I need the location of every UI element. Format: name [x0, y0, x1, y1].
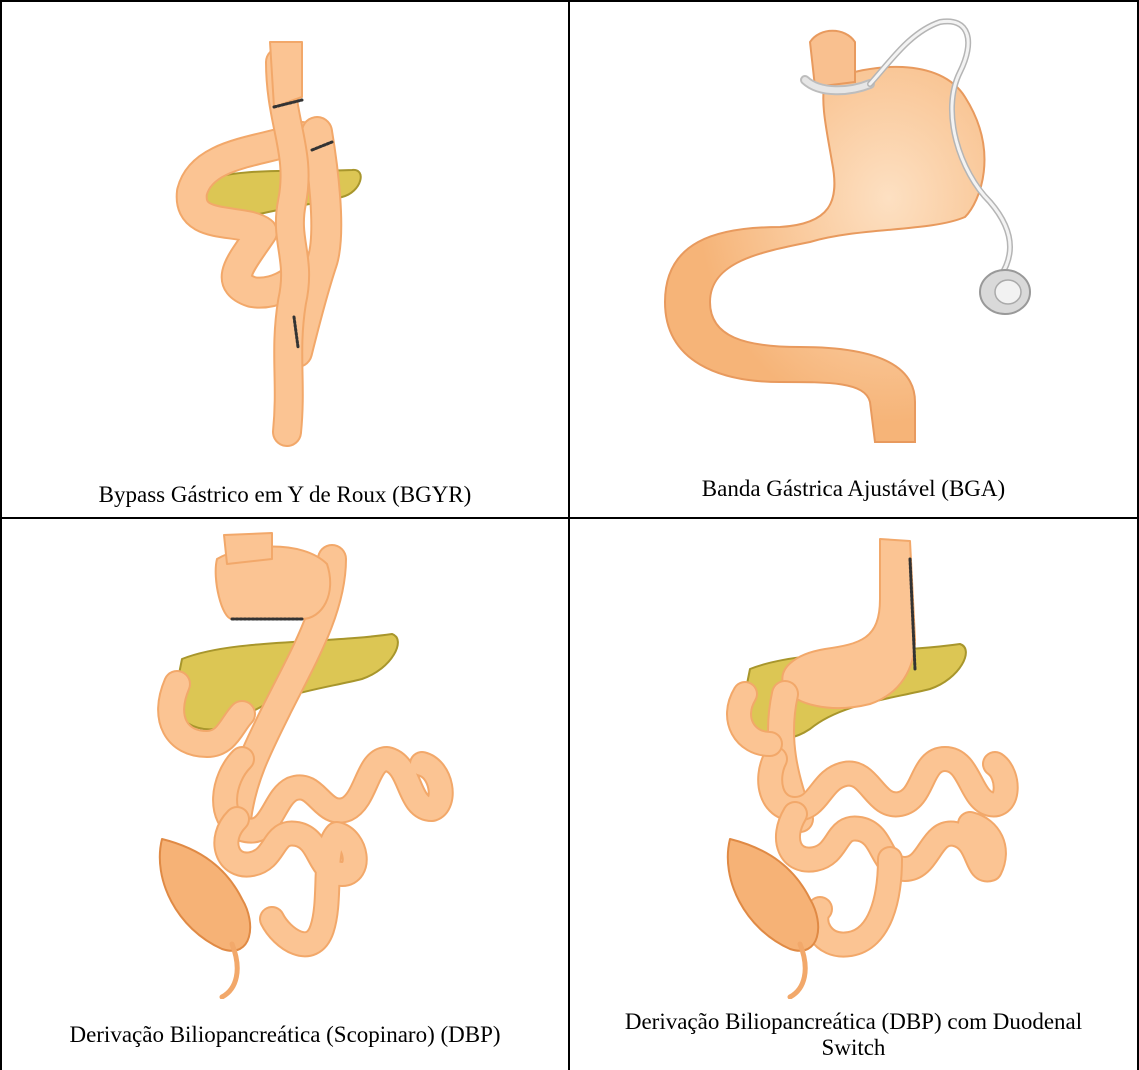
caption-bgyr: Bypass Gástrico em Y de Roux (BGYR) [2, 482, 568, 508]
dbp-ds-illustration [570, 519, 1137, 999]
panel-dbp-ds: Derivação Biliopancreática (DBP) com Duo… [570, 519, 1137, 1070]
bga-illustration [570, 2, 1137, 472]
caption-dbp: Derivação Biliopancreática (Scopinaro) (… [2, 1022, 568, 1048]
panel-bgyr: Bypass Gástrico em Y de Roux (BGYR) [2, 2, 568, 517]
dbp-illustration [2, 519, 568, 999]
panel-bga: Banda Gástrica Ajustável (BGA) [570, 2, 1137, 517]
panel-dbp: Derivação Biliopancreática (Scopinaro) (… [2, 519, 568, 1070]
caption-dbp-ds: Derivação Biliopancreática (DBP) com Duo… [610, 1009, 1097, 1061]
caption-bga: Banda Gástrica Ajustável (BGA) [570, 476, 1137, 502]
bgyr-illustration [2, 2, 568, 472]
